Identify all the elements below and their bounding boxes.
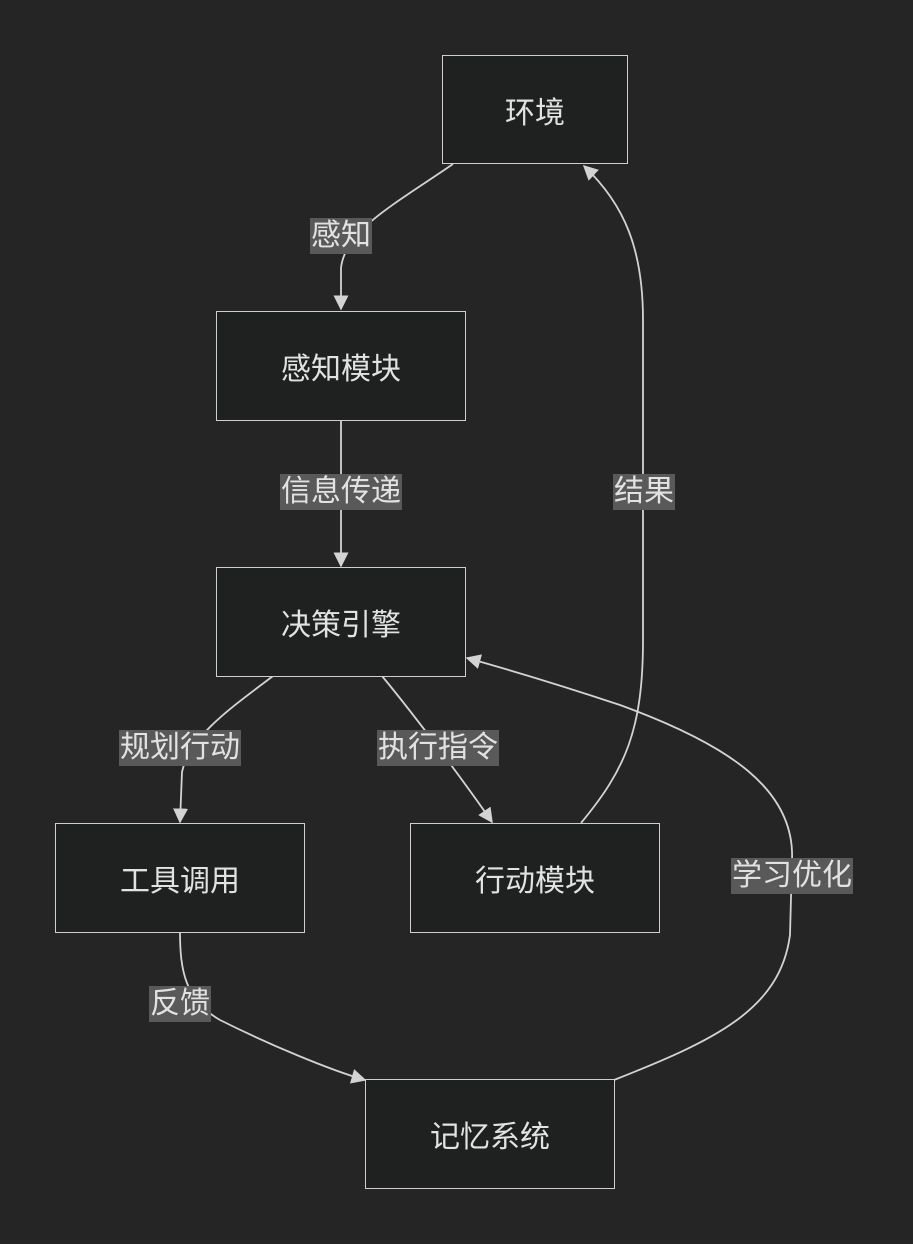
edge-label-result: 结果 — [613, 474, 675, 510]
node-environment[interactable]: 环境 — [442, 55, 628, 164]
node-perception-module[interactable]: 感知模块 — [216, 311, 466, 421]
edge-label-perceive: 感知 — [310, 218, 372, 254]
edge-plan-action — [173, 675, 274, 824]
edge-label-feedback: 反馈 — [149, 986, 211, 1022]
node-tool-call[interactable]: 工具调用 — [55, 823, 305, 933]
node-memory-system[interactable]: 记忆系统 — [365, 1079, 615, 1189]
node-environment-label: 环境 — [505, 95, 565, 131]
edge-label-plan-action: 规划行动 — [119, 730, 241, 766]
edge-result — [580, 164, 644, 824]
edge-feedback — [179, 931, 367, 1084]
edge-label-execute-command: 执行指令 — [377, 730, 499, 766]
edge-perceive — [333, 163, 454, 311]
edge-label-info-transfer: 信息传递 — [280, 474, 402, 510]
node-decision-engine-label: 决策引擎 — [281, 608, 401, 643]
node-perception-module-label: 感知模块 — [281, 352, 401, 387]
edge-learn-optimize — [465, 654, 793, 1081]
node-memory-system-label: 记忆系统 — [430, 1120, 550, 1155]
node-action-module[interactable]: 行动模块 — [410, 823, 660, 933]
node-decision-engine[interactable]: 决策引擎 — [216, 567, 466, 677]
edge-label-learn-optimize: 学习优化 — [731, 858, 853, 894]
node-action-module-label: 行动模块 — [475, 864, 595, 899]
node-tool-call-label: 工具调用 — [120, 864, 240, 899]
